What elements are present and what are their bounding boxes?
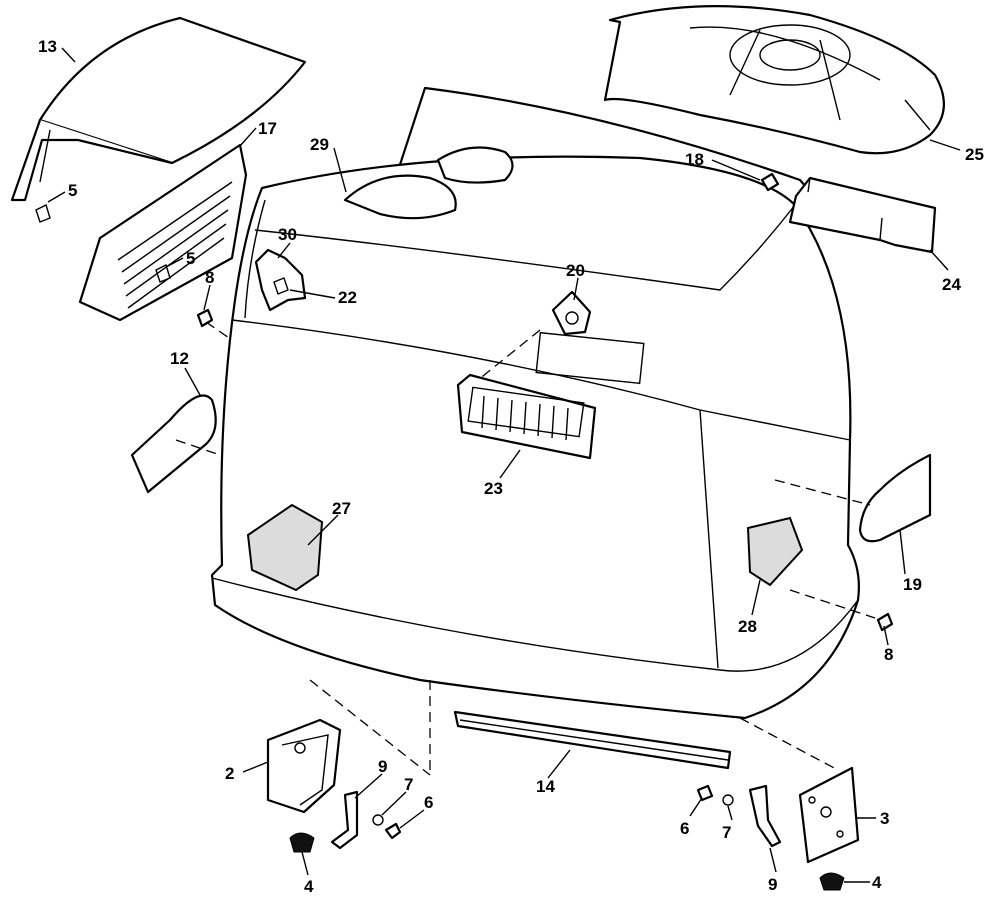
callout-9: 9 [378,757,387,776]
callout-30: 30 [278,225,297,244]
callout-3: 3 [880,809,889,828]
part-9-hook-right [748,784,782,848]
part-27-foam-pad [246,503,324,592]
callout-18: 18 [685,150,704,169]
callout-28: 28 [738,617,757,636]
callout-4: 4 [304,877,314,896]
assembly-guide-lines [175,321,876,776]
callout-2: 2 [225,764,234,783]
callout-12: 12 [170,349,189,368]
callout-29: 29 [310,135,329,154]
callout-7: 7 [404,775,413,794]
callout-7: 7 [722,823,731,842]
callout-25: 25 [965,145,984,164]
part-20-knob [551,290,592,336]
part-28-foam-pad [746,516,804,587]
part-25-air-silencer [603,5,945,155]
part-13-top-cover [10,16,307,202]
callout-13: 13 [38,37,57,56]
callout-4: 4 [872,873,882,892]
callout-27: 27 [332,499,351,518]
part-14-seal-strip [453,710,732,770]
callout-6: 6 [424,793,433,812]
callout-9: 9 [768,875,777,894]
callout-8: 8 [884,645,893,664]
callout-leaders [47,47,961,883]
part-12-decal [130,394,217,494]
callout-6: 6 [680,819,689,838]
callout-8: 8 [205,268,214,287]
hardware-fasteners [35,172,894,891]
callout-5: 5 [68,181,77,200]
part-3-latch-plate [798,766,860,864]
callout-5: 5 [186,249,195,268]
part-9-hook-left [330,790,359,850]
callout-14: 14 [536,777,555,796]
callout-22: 22 [338,288,357,307]
part-17-grille [78,143,248,322]
callout-24: 24 [942,275,961,294]
callout-labels: 13 17 5 5 29 30 22 8 12 20 23 27 18 25 2… [38,37,984,896]
part-23-vent-grille [456,373,597,460]
callout-19: 19 [903,575,922,594]
part-2-latch-bracket [266,718,342,814]
part-19-decal [858,453,932,543]
callout-20: 20 [566,261,585,280]
callout-17: 17 [258,119,277,138]
callout-23: 23 [484,479,503,498]
part-24-vent-box [788,176,937,254]
